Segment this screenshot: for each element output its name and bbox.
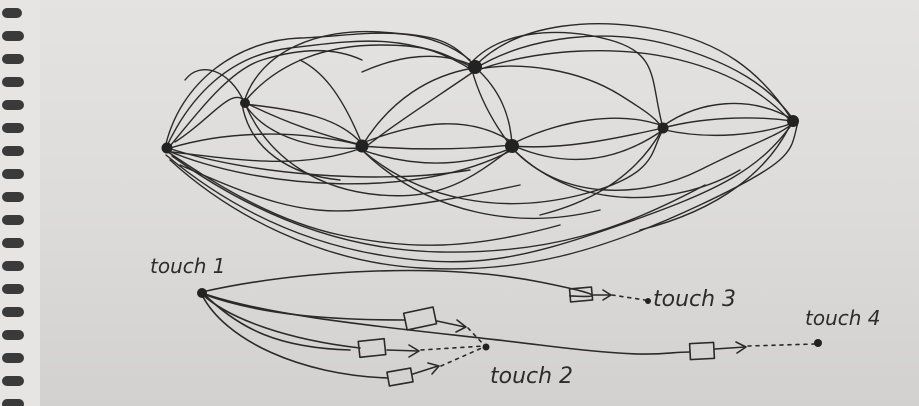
label-touch-2: touch 2: [490, 364, 573, 389]
network-nodes: [161, 60, 799, 154]
touch-4-dot: [814, 339, 822, 347]
ink-dot-icon: [240, 98, 250, 108]
arrow-right-icon: [436, 319, 467, 333]
ink-dot-icon: [787, 115, 799, 127]
rectangle-box-icon: [357, 337, 387, 359]
rectangle-box-icon: [386, 367, 414, 387]
arrow-right-icon: [386, 344, 420, 358]
arrow-right-icon: [412, 362, 440, 375]
label-touch-1: touch 1: [150, 254, 226, 278]
touch-3-dot: [645, 298, 651, 304]
ink-dot-icon: [355, 139, 369, 153]
ink-dot-icon: [161, 142, 173, 154]
label-touch-3: touch 3: [653, 287, 736, 312]
touch-2-dot: [482, 343, 490, 351]
rectangle-box-icon: [402, 306, 438, 331]
rectangle-box-icon: [568, 286, 594, 303]
ink-dot-icon: [657, 122, 669, 134]
spiral-binding-icon: [0, 0, 40, 406]
touch-paths: [201, 269, 691, 379]
item-boxes: [357, 286, 716, 387]
curve-network: [164, 23, 799, 270]
arrow-right-icon: [592, 289, 612, 301]
dashed-lines: [420, 294, 816, 367]
touch-1-dot: [197, 288, 207, 298]
ink-dot-icon: [505, 139, 519, 153]
ink-dot-icon: [468, 60, 482, 74]
rectangle-box-icon: [688, 341, 716, 361]
arrow-right-icon: [714, 341, 747, 354]
label-touch-4: touch 4: [805, 306, 881, 330]
touch-points: [197, 288, 822, 351]
arrows: [386, 289, 747, 375]
